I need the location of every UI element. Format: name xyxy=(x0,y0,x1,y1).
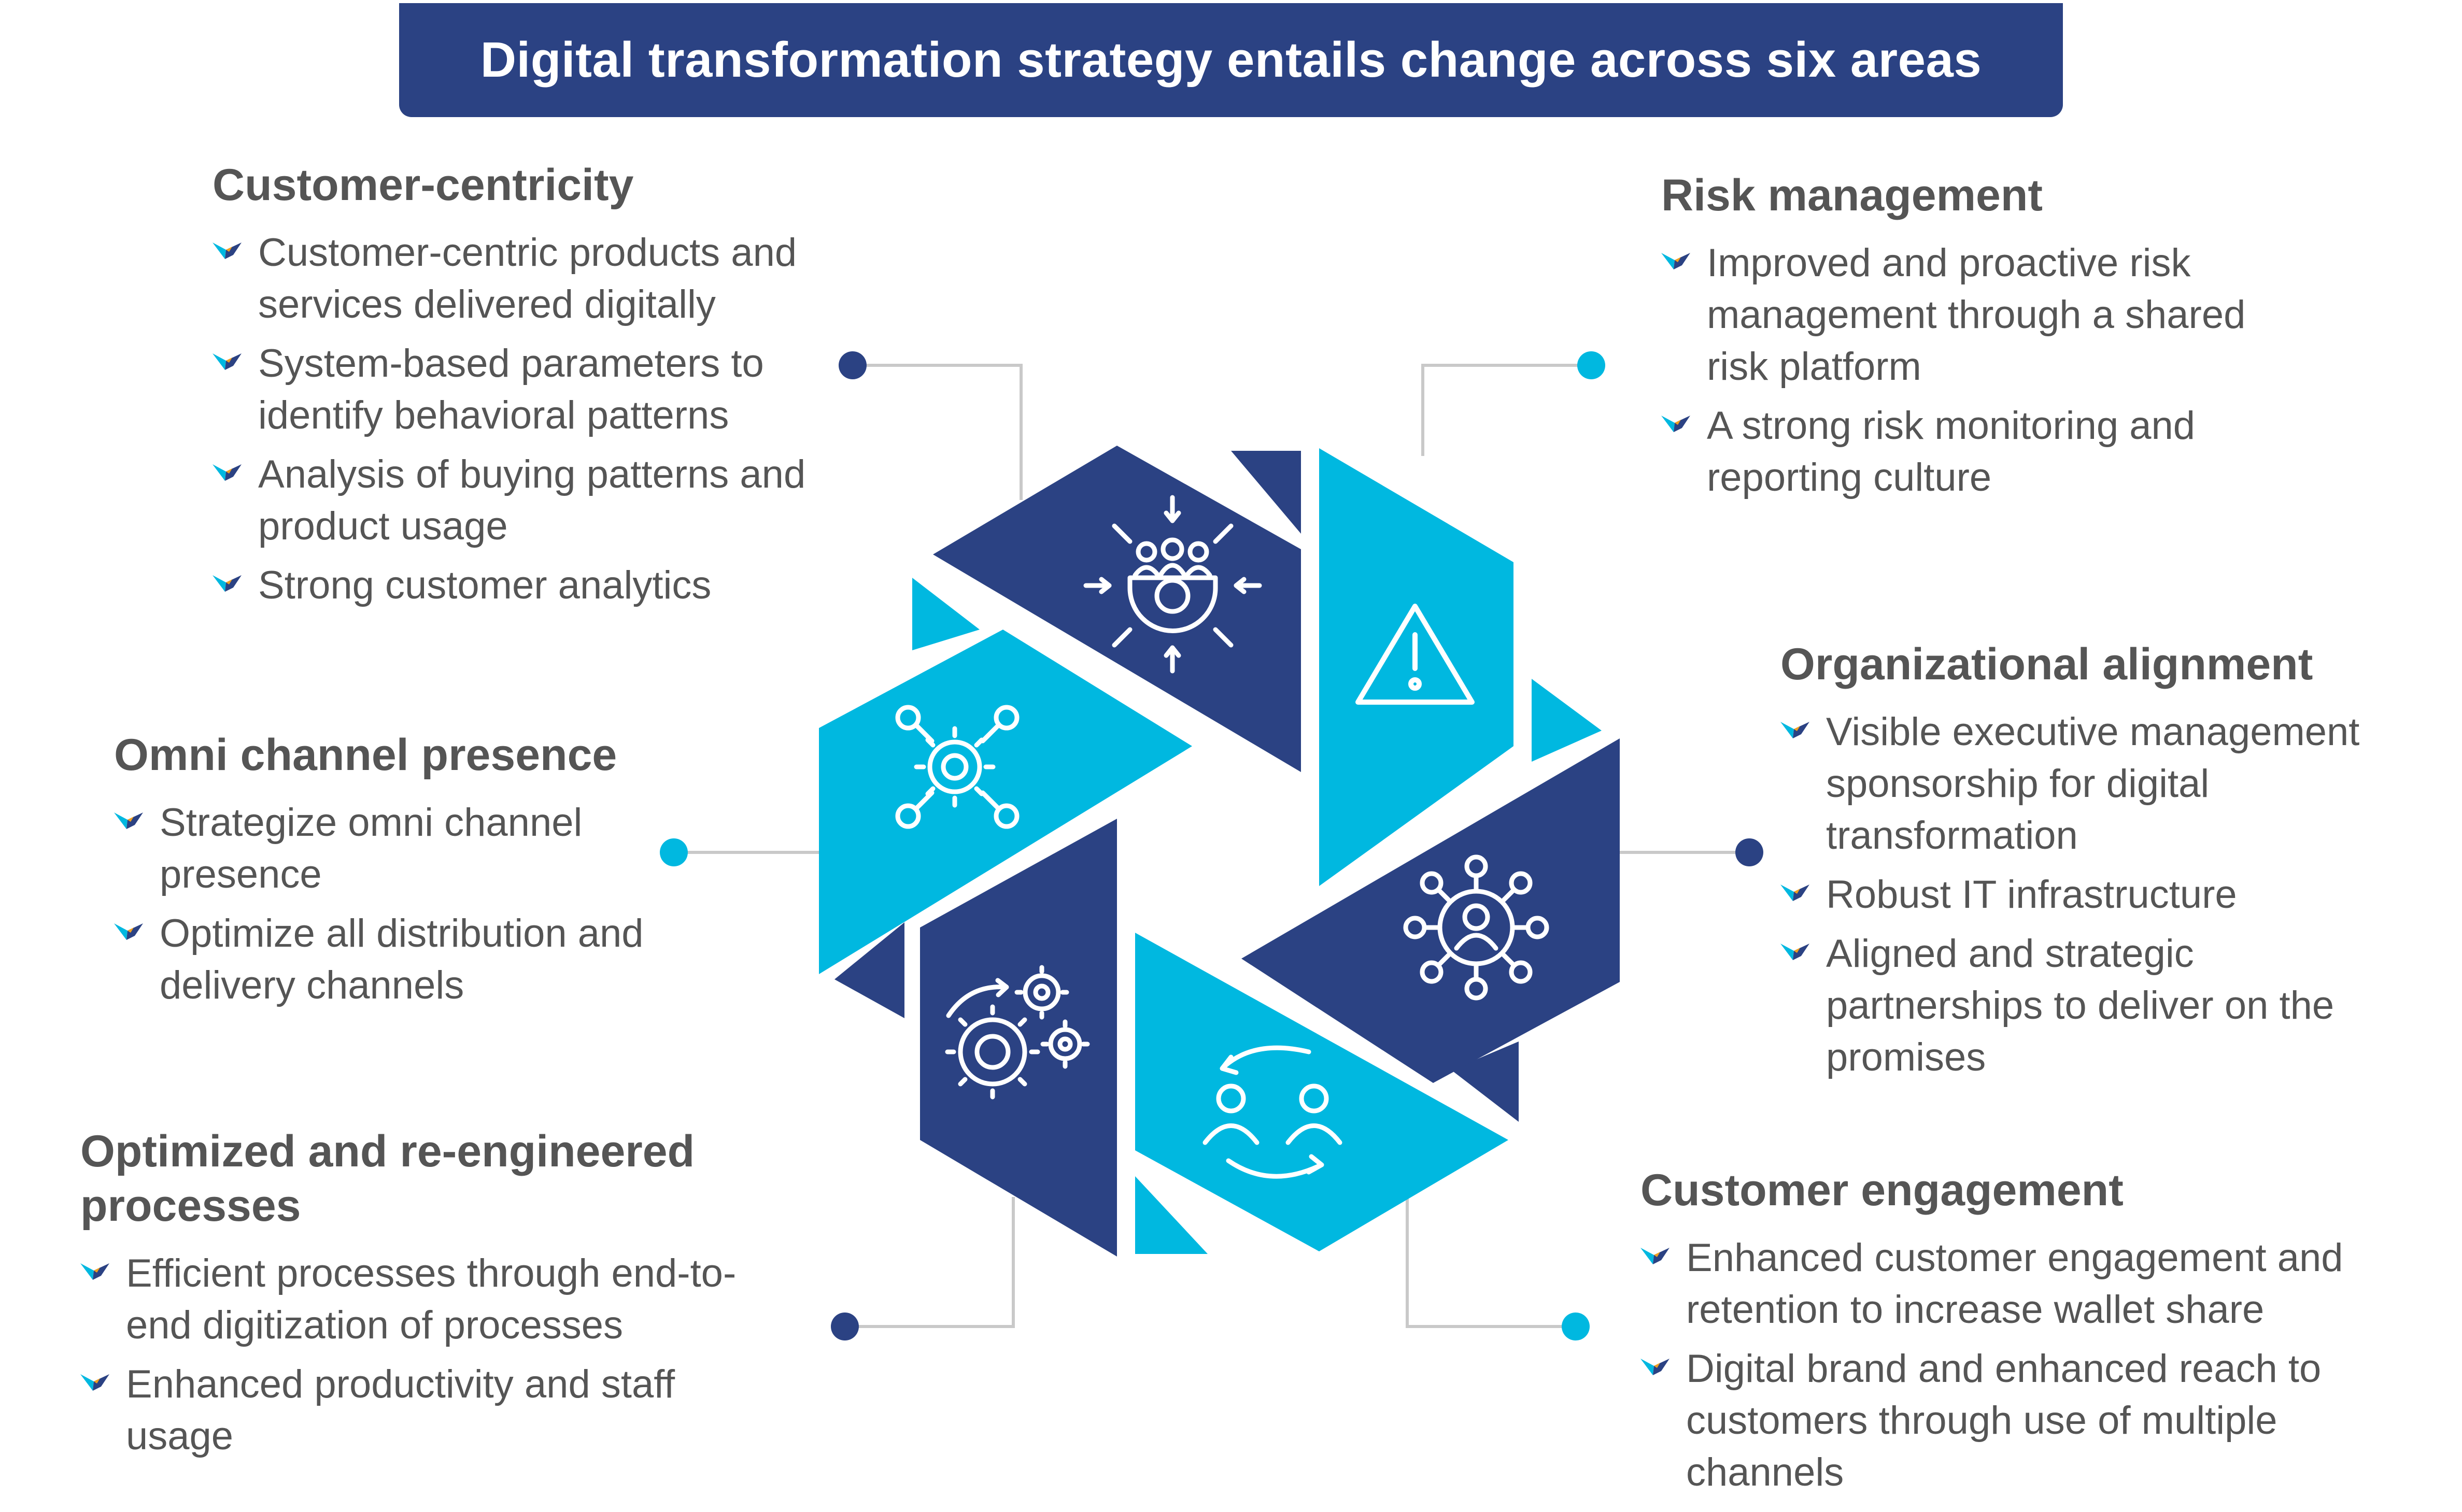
list-item: Aligned and strategic partnerships to de… xyxy=(1780,928,2402,1083)
people-exchange-icon xyxy=(1202,1045,1342,1179)
list-item: Analysis of buying patterns and product … xyxy=(213,449,855,552)
chevron-bullet-icon xyxy=(114,923,143,940)
heading-optimized-processes: Optimized and re-engineered processes xyxy=(80,1126,695,1231)
list-item: Enhanced productivity and staff usage xyxy=(80,1359,785,1462)
list-item: Strategize omni channel presence xyxy=(114,797,726,901)
bullet-list: Enhanced customer engagement and retenti… xyxy=(1640,1232,2376,1499)
tri-organizational-alignment xyxy=(1241,738,1620,1083)
heading-customer-engagement: Customer engagement xyxy=(1640,1165,2124,1215)
list-item: Strong customer analytics xyxy=(213,560,855,611)
bullet-list: Efficient processes through end-to-end d… xyxy=(80,1248,785,1462)
chevron-bullet-icon xyxy=(213,575,242,592)
list-item: Digital brand and enhanced reach to cust… xyxy=(1640,1343,2376,1499)
list-item: Visible executive management sponsorship… xyxy=(1780,706,2402,862)
chevron-bullet-icon xyxy=(1661,252,1690,269)
area-risk-management: Risk management Improved and proactive r… xyxy=(1661,168,2247,511)
dot-organizational-alignment xyxy=(1735,838,1763,866)
dot-customer-centricity xyxy=(839,351,867,379)
tri-omni-channel xyxy=(819,630,1192,974)
connector-optimized-processes xyxy=(845,1197,1015,1328)
bullet-list: Customer-centric products and services d… xyxy=(213,227,855,611)
title-banner: Digital transformation strategy entails … xyxy=(399,3,2063,117)
connector-customer-centricity xyxy=(853,364,1023,500)
area-organizational-alignment: Organizational alignment Visible executi… xyxy=(1780,637,2402,1091)
gears-icon xyxy=(945,965,1090,1100)
area-customer-centricity: Customer-centricity Customer-centric pro… xyxy=(213,158,855,619)
dot-optimized-processes xyxy=(831,1313,859,1340)
heading-omni-channel: Omni channel presence xyxy=(114,730,617,780)
tri-small-top xyxy=(1231,451,1301,534)
chevron-bullet-icon xyxy=(213,353,242,370)
list-item: Optimize all distribution and delivery c… xyxy=(114,908,726,1011)
list-item: Robust IT infrastructure xyxy=(1780,869,2402,921)
tri-small-left-bottom xyxy=(834,922,904,1018)
chevron-bullet-icon xyxy=(114,812,143,829)
list-item: System-based parameters to identify beha… xyxy=(213,338,855,441)
dot-risk-management xyxy=(1577,351,1605,379)
tri-customer-centricity xyxy=(933,446,1301,772)
dot-omni-channel xyxy=(660,838,688,866)
area-optimized-processes: Optimized and re-engineered processes Ef… xyxy=(80,1124,785,1470)
tri-small-right-top xyxy=(1532,679,1602,762)
chevron-bullet-icon xyxy=(1780,721,1809,738)
gear-network-icon xyxy=(895,705,1020,829)
tri-small-right-bottom xyxy=(1451,1042,1519,1122)
bullet-list: Improved and proactive risk management t… xyxy=(1661,237,2247,504)
chevron-bullet-icon xyxy=(1780,884,1809,901)
connector-lines xyxy=(674,364,1749,1328)
dot-customer-engagement xyxy=(1562,1313,1590,1340)
chevron-bullet-icon xyxy=(213,464,242,481)
connector-risk-management xyxy=(1421,364,1591,456)
connector-customer-engagement xyxy=(1406,1192,1576,1328)
bullet-list: Strategize omni channel presence Optimiz… xyxy=(114,797,726,1011)
chevron-bullet-icon xyxy=(80,1263,109,1280)
list-item: Enhanced customer engagement and retenti… xyxy=(1640,1232,2376,1336)
chevron-bullet-icon xyxy=(1780,943,1809,960)
heading-organizational-alignment: Organizational alignment xyxy=(1780,639,2313,689)
list-item: A strong risk monitoring and reporting c… xyxy=(1661,400,2247,504)
tri-small-bottom xyxy=(1135,1176,1208,1254)
page-title: Digital transformation strategy entails … xyxy=(480,32,1982,88)
chevron-bullet-icon xyxy=(213,242,242,259)
chevron-bullet-icon xyxy=(80,1374,109,1391)
heading-risk-management: Risk management xyxy=(1661,170,2043,220)
team-gear-icon xyxy=(1083,495,1262,674)
chevron-bullet-icon xyxy=(1640,1358,1669,1375)
area-customer-engagement: Customer engagement Enhanced customer en… xyxy=(1640,1163,2376,1506)
heading-customer-centricity: Customer-centricity xyxy=(213,160,634,210)
chevron-bullet-icon xyxy=(1640,1247,1669,1264)
chevron-bullet-icon xyxy=(1661,415,1690,432)
area-omni-channel: Omni channel presence Strategize omni ch… xyxy=(114,728,726,1019)
list-item: Efficient processes through end-to-end d… xyxy=(80,1248,785,1351)
bullet-list: Visible executive management sponsorship… xyxy=(1780,706,2402,1083)
tri-small-left-top xyxy=(912,578,980,650)
warning-icon xyxy=(1355,604,1475,705)
list-item: Improved and proactive risk management t… xyxy=(1661,237,2247,393)
person-network-icon xyxy=(1403,854,1549,1001)
list-item: Customer-centric products and services d… xyxy=(213,227,855,331)
tri-optimized-processes xyxy=(920,819,1117,1257)
